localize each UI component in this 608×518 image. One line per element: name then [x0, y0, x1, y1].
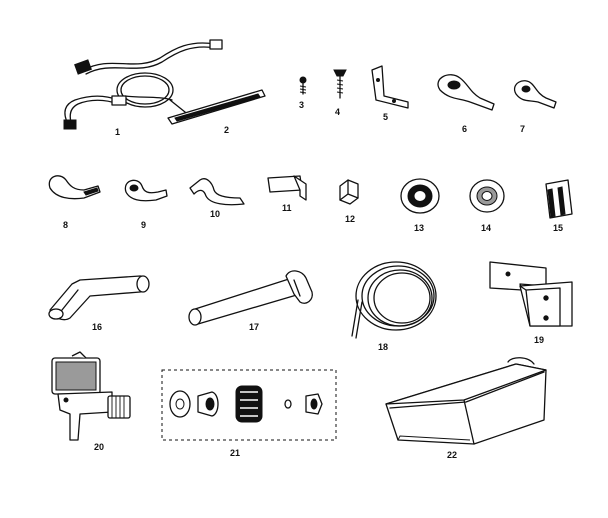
label-6: 6 [462, 124, 467, 134]
label-17: 17 [249, 322, 259, 332]
label-14: 14 [481, 223, 491, 233]
label-2: 2 [224, 125, 229, 135]
part-clamp-large [437, 74, 495, 111]
part-grommet-large [400, 178, 440, 214]
label-10: 10 [210, 209, 220, 219]
label-5: 5 [383, 112, 388, 122]
label-1: 1 [115, 127, 120, 137]
part-elbow-tube [48, 275, 150, 321]
label-18: 18 [378, 342, 388, 352]
label-12: 12 [345, 214, 355, 224]
part-mounting-bracket [489, 261, 573, 327]
part-clip-round [124, 179, 168, 202]
part-clamp-small [513, 80, 557, 109]
part-nut [339, 179, 359, 205]
part-channel [545, 179, 573, 219]
label-13: 13 [414, 223, 424, 233]
part-screw-long [333, 69, 347, 99]
label-22: 22 [447, 450, 457, 460]
label-21: 21 [230, 448, 240, 458]
part-ice-bin [385, 357, 547, 445]
part-water-tubing [351, 261, 437, 339]
part-screw [299, 76, 307, 95]
part-wire-harness [63, 39, 223, 130]
label-19: 19 [534, 335, 544, 345]
part-strip [167, 89, 266, 125]
part-grommet-small [469, 179, 505, 213]
label-7: 7 [520, 124, 525, 134]
label-4: 4 [335, 107, 340, 117]
part-water-valve [51, 351, 131, 441]
part-strap [189, 178, 245, 206]
label-9: 9 [141, 220, 146, 230]
label-3: 3 [299, 100, 304, 110]
part-fill-tube [188, 270, 313, 326]
part-angle-bracket [371, 65, 409, 109]
part-flat-bracket [267, 175, 307, 201]
label-11: 11 [282, 203, 292, 213]
part-fitting-kit [161, 369, 337, 441]
label-20: 20 [94, 442, 104, 452]
label-16: 16 [92, 322, 102, 332]
label-15: 15 [553, 223, 563, 233]
part-clip-open [48, 175, 101, 200]
label-8: 8 [63, 220, 68, 230]
